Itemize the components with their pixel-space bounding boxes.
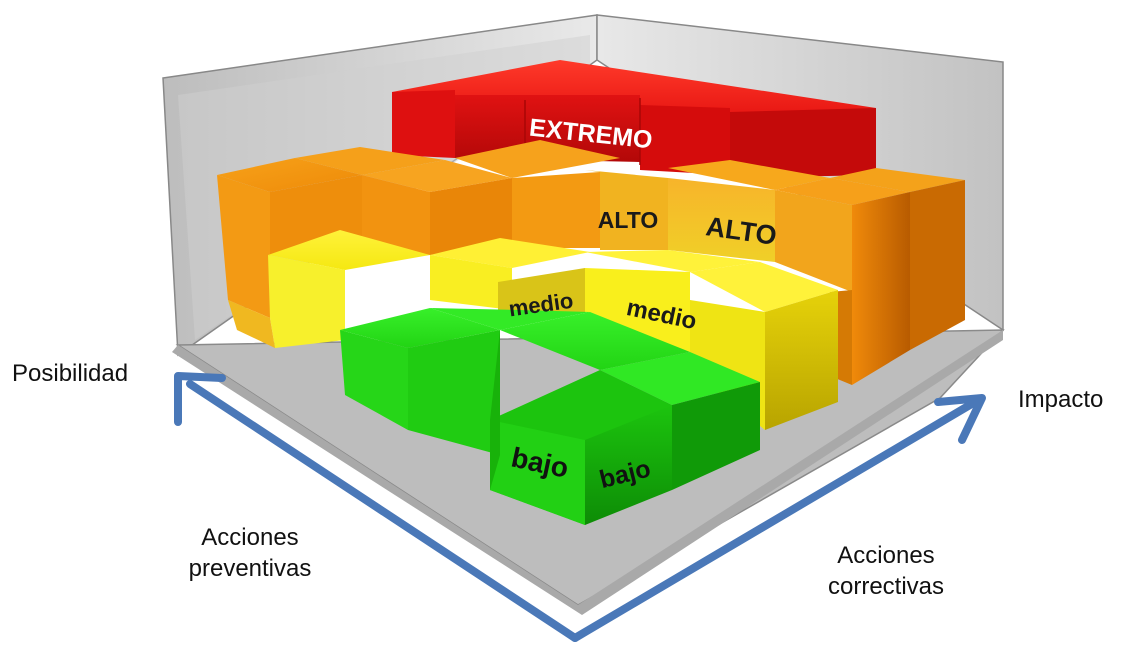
bajo-cube-3-top <box>500 312 690 370</box>
arrow-posibilidad-head <box>174 372 226 426</box>
alto-cube-5-side <box>852 192 910 385</box>
axis-label-acciones-preventivas: Acciones preventivas <box>170 522 330 584</box>
bajo-cube-2-front <box>408 330 500 455</box>
bajo-cube-front-left <box>490 420 585 525</box>
alto-cube-4-top <box>668 160 830 190</box>
medio-cube-1-front <box>268 255 345 348</box>
axis-label-posibilidad: Posibilidad <box>12 360 129 387</box>
arrow-posibilidad-shaft <box>186 380 579 642</box>
extremo-right <box>730 108 876 178</box>
arrow-impacto-head <box>934 394 986 444</box>
medio-cube-2-top <box>430 238 590 268</box>
axis-label-acciones-correctivas: Acciones correctivas <box>806 540 966 602</box>
bajo-cube-4-top <box>600 352 760 405</box>
extremo-front-right <box>640 105 730 175</box>
extremo-front <box>455 95 640 162</box>
bajo-cube-4-side <box>672 382 760 490</box>
acciones-preventivas-line-1: Acciones <box>201 524 299 551</box>
alto-cube-3-label-face <box>585 170 668 250</box>
acciones-preventivas-line-2: preventivas <box>188 555 312 582</box>
medio-cube-4-side <box>765 290 838 430</box>
acciones-correctivas-line-2: correctivas <box>827 573 945 600</box>
alto-cube-3-face <box>512 172 600 248</box>
extremo-front-left <box>392 90 455 158</box>
axis-label-impacto: Impacto <box>1018 386 1104 413</box>
alto-cube-2-top <box>295 147 445 175</box>
alto-cube-6-top <box>830 168 965 192</box>
bajo-cube-2-top <box>430 308 590 330</box>
alto-cube-5-face <box>775 190 852 292</box>
bajo-cube-1-front <box>340 330 408 430</box>
alto-cube-2-front <box>362 160 512 192</box>
alto-cube-4-face <box>668 178 775 262</box>
alto-cube-1-top <box>217 158 362 192</box>
alto-cube-5-top <box>775 178 910 205</box>
level-label-alto-1: ALTO <box>598 207 658 233</box>
medio-cube-3-front <box>585 268 690 352</box>
bajo-cube-1-top <box>340 308 500 348</box>
medio-cube-1-top <box>268 230 430 270</box>
arrow-impacto-shaft <box>571 398 979 642</box>
alto-cube-1-front <box>217 175 270 318</box>
medio-cube-1-left <box>228 300 275 348</box>
medio-cube-2-front <box>430 255 512 310</box>
alto-cube-2-face <box>362 175 430 255</box>
axis-arrows <box>174 372 986 642</box>
alto-cube-2-side <box>430 178 512 255</box>
acciones-correctivas-line-1: Acciones <box>837 542 935 569</box>
medio-cube-3-top <box>585 250 760 272</box>
medio-cube-2-label-face <box>498 268 585 322</box>
alto-cube-6-side <box>910 180 965 350</box>
bajo-cube-2-side <box>490 330 500 490</box>
bajo-cube-front-right <box>585 405 672 525</box>
medio-cube-4-top <box>690 262 838 312</box>
alto-cube-3-top <box>455 140 620 178</box>
